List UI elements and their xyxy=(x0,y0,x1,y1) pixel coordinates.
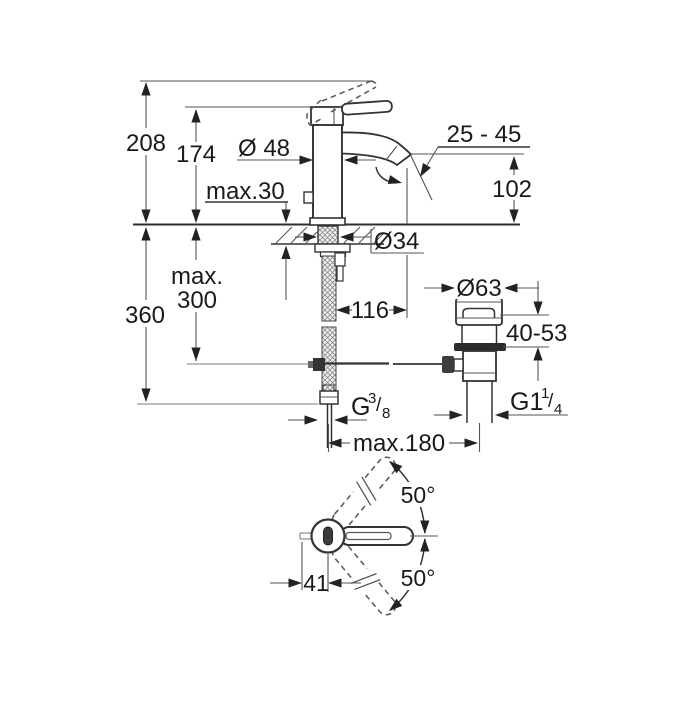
waste-thread-sub: 4 xyxy=(554,401,562,418)
lever-handle xyxy=(341,99,393,116)
dim-rod-max-label-1: max. xyxy=(171,263,223,290)
dim-outlet-height-label: 102 xyxy=(492,176,532,203)
dim-aerator-range: 25 - 45 xyxy=(416,121,530,180)
dim-waste-diameter-label: Ø63 xyxy=(456,275,501,302)
dim-aerator-range-label: 25 - 45 xyxy=(447,121,522,148)
supply-thread-slash: / xyxy=(376,395,382,416)
dim-handle-offset-label: 41 xyxy=(303,570,329,596)
rod-pivot-block xyxy=(313,358,325,371)
supply-thread-main: G xyxy=(351,393,370,421)
mounting-nut xyxy=(314,243,351,253)
dim-rod-max: max. 300 xyxy=(169,227,226,361)
dim-supply-thread: G 3 / 8 xyxy=(288,390,390,425)
rod-connector-knob xyxy=(442,356,454,373)
waste-plug-cap xyxy=(462,307,496,318)
dim-total-height: 208 xyxy=(126,82,167,223)
swivel-up-label: 50° xyxy=(401,482,436,508)
dim-center-distance: max.180 xyxy=(327,424,478,457)
flow-direction-arrow xyxy=(375,166,404,188)
dim-hose-length-label: 360 xyxy=(125,302,165,329)
rod-guide-upper xyxy=(334,252,346,267)
dim-spout-reach: 116 xyxy=(336,168,408,324)
faucet-body xyxy=(303,80,433,226)
dim-deck-thickness-label: max.30 xyxy=(206,178,285,205)
dim-hole-diameter: Ø34 xyxy=(295,228,424,255)
popup-waste-assembly xyxy=(442,297,506,452)
water-stream-line xyxy=(410,155,433,201)
spout-stub xyxy=(299,532,312,540)
base-flange xyxy=(309,217,346,226)
aerator-joint-line xyxy=(385,145,398,161)
rod-guide-lower xyxy=(336,265,344,282)
rod-connector-collar xyxy=(453,358,464,372)
side-view: 208 174 360 max. 300 m xyxy=(123,80,568,457)
dim-center-distance-label: max.180 xyxy=(353,430,445,457)
spout xyxy=(341,131,413,167)
top-view: 50° 50° 41 xyxy=(270,456,442,616)
dim-clamp-range-label: 40-53 xyxy=(506,320,567,347)
dim-deck-thickness: max.30 xyxy=(205,178,291,300)
handle-ridge xyxy=(345,531,392,541)
dim-hose-length: 360 xyxy=(123,227,168,402)
under-counter-assembly xyxy=(308,225,442,448)
popup-rod-knob xyxy=(303,191,314,204)
dim-spout-reach-label: 116 xyxy=(351,297,389,324)
lever-raised-dashed xyxy=(306,80,377,126)
handle-top-view xyxy=(339,526,414,546)
dim-outlet-height: 102 xyxy=(411,153,533,223)
dim-clamp-range: 40-53 xyxy=(500,281,567,381)
waste-gasket xyxy=(454,343,506,351)
dim-body-height: 174 xyxy=(175,109,217,223)
waste-thread-sup: 1 xyxy=(541,385,549,402)
swivel-arcs: 50° 50° xyxy=(386,457,442,615)
rod-pivot-nub xyxy=(308,361,313,368)
dim-body-diameter: Ø 48 xyxy=(237,135,376,165)
threaded-shank xyxy=(317,225,339,245)
dim-body-height-label: 174 xyxy=(176,141,216,168)
dim-waste-diameter: Ø63 xyxy=(424,275,539,302)
supply-thread-sub: 8 xyxy=(382,405,390,422)
supply-thread-sup: 3 xyxy=(368,390,376,407)
waste-thread-slash: / xyxy=(548,391,554,412)
waste-body xyxy=(462,350,497,382)
hose-end xyxy=(322,384,335,392)
dim-total-height-label: 208 xyxy=(126,130,166,157)
dim-hole-diameter-label: Ø34 xyxy=(374,228,419,255)
dim-body-diameter-label: Ø 48 xyxy=(238,135,290,162)
handle-base xyxy=(310,106,344,126)
dim-rod-max-label-2: 300 xyxy=(177,287,217,314)
cartridge-slot xyxy=(323,526,333,546)
swivel-down-label: 50° xyxy=(401,565,436,591)
flex-hose-upper xyxy=(321,255,337,322)
waste-thread-main: G1 xyxy=(510,388,543,416)
dim-handle-offset: 41 xyxy=(270,542,361,596)
dim-waste-thread: G1 1 / 4 xyxy=(434,385,568,420)
